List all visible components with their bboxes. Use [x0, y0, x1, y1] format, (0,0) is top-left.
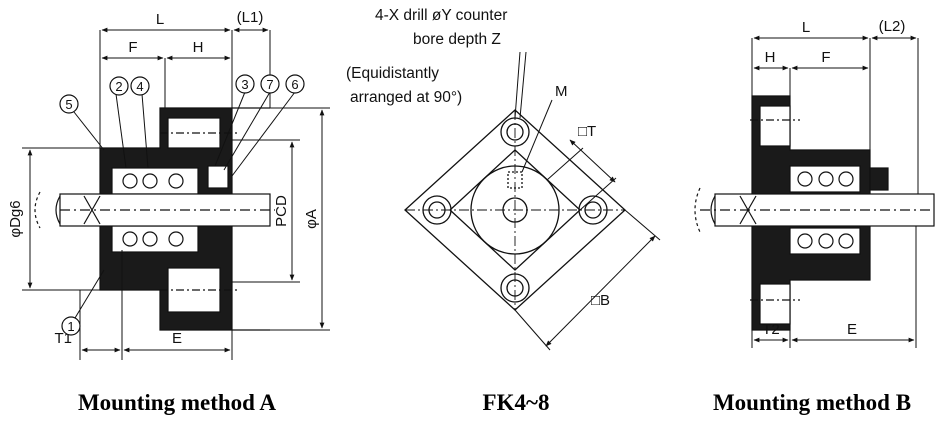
- lock-nut-a: [207, 165, 229, 189]
- part-4: 4: [136, 79, 143, 94]
- caption-fk4-8: FK4~8: [483, 390, 550, 415]
- bearing-upper-b: [789, 165, 861, 193]
- dim-L1-a: (L1): [237, 9, 264, 26]
- dim-T2-b: T2: [762, 321, 780, 338]
- balloon-2: [109, 76, 129, 96]
- method-a-dimensions: [22, 27, 330, 360]
- bearing-lower-b: [789, 227, 861, 255]
- method-b-labels: L (L2) H F T2 E: [762, 18, 905, 338]
- dim-Dg6-a: φDg6: [7, 200, 24, 237]
- part-3: 3: [241, 77, 248, 92]
- dim-M: M: [555, 83, 568, 100]
- drill-note-line-3: (Equidistantly: [346, 65, 439, 82]
- method-a-labels: L (L1) F H T1 E φDg6 PCD φA: [7, 9, 320, 347]
- caption-method-b: Mounting method B: [713, 390, 911, 415]
- drill-note-line-2: bore depth Z: [413, 31, 501, 48]
- caption-method-a: Mounting method A: [78, 390, 276, 415]
- lower-bolt-cavity-b: [759, 283, 791, 325]
- front-view-dimensions: [514, 51, 661, 351]
- balloon-7: [260, 74, 280, 94]
- part-6: 6: [291, 77, 298, 92]
- balloon-4: [130, 76, 150, 96]
- dim-L2-b: (L2): [879, 18, 906, 35]
- balloon-1: [61, 316, 81, 336]
- dim-F-a: F: [128, 39, 137, 56]
- part-2: 2: [115, 79, 122, 94]
- bearing-lower-a: [111, 225, 199, 253]
- front-view-labels: 4-X drill øY counter bore depth Z (Equid…: [346, 7, 610, 309]
- dim-E-b: E: [847, 321, 857, 338]
- dim-H-a: H: [193, 39, 204, 56]
- mounting-method-b-drawing: [694, 95, 935, 331]
- part-balloons-a: [59, 74, 305, 336]
- front-view-drawing: [404, 109, 626, 311]
- dim-PCD-a: PCD: [273, 195, 290, 227]
- lock-nut-b: [869, 167, 889, 191]
- dim-T: □T: [578, 123, 596, 140]
- inner-square: [449, 149, 581, 271]
- dim-E-a: E: [172, 330, 182, 347]
- part-1: 1: [67, 319, 74, 334]
- balloon-5: [59, 94, 79, 114]
- dim-H-b: H: [765, 49, 776, 66]
- dim-B: □B: [591, 292, 610, 309]
- upper-bolt-cavity-b: [759, 105, 791, 147]
- balloon-3: [235, 74, 255, 94]
- dim-F-b: F: [821, 49, 830, 66]
- part-5: 5: [65, 97, 72, 112]
- drill-note-line-1: 4-X drill øY counter: [375, 7, 507, 24]
- drill-note-line-4: arranged at 90°): [350, 89, 462, 106]
- part-7: 7: [266, 77, 273, 92]
- bearing-upper-a: [111, 167, 199, 195]
- balloon-6: [285, 74, 305, 94]
- part-numbers-a: 5 2 4 3 7 6 1: [65, 77, 298, 334]
- dim-L-a: L: [156, 11, 164, 28]
- dim-L-b: L: [802, 19, 810, 36]
- mounting-method-a-drawing: [34, 107, 275, 331]
- dim-A-a: φA: [303, 209, 320, 229]
- method-b-dimensions: [751, 35, 919, 348]
